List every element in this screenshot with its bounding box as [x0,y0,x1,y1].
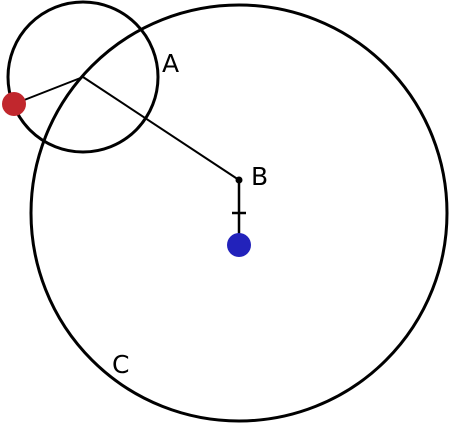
label-b: B [251,162,268,191]
blue-point [227,233,251,257]
circle-c [29,3,449,423]
circle-a [6,0,160,154]
segment-center-to-b [82,76,240,181]
red-point [2,92,26,116]
point-b [235,176,243,184]
label-c: C [112,350,129,379]
label-a: A [162,49,179,78]
segment-center-to-red-point [13,76,84,105]
